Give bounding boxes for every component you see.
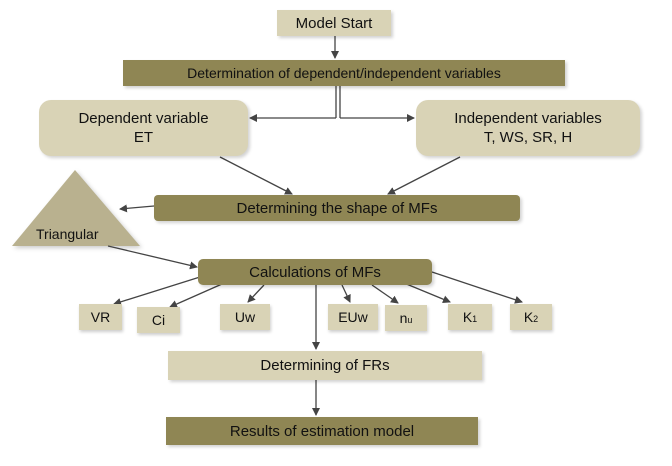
arrow-dependent-to-shape (219, 156, 293, 195)
independent-variables-title: Independent variables (454, 109, 602, 127)
variable-sub-nu: u (407, 315, 413, 325)
independent-variables-box: Independent variables T, WS, SR, H (416, 100, 640, 156)
variable-label-nu: n (399, 310, 408, 326)
variable-box-vr: VR (79, 304, 122, 330)
variable-box-euw: EUw (328, 304, 378, 330)
results-label: Results of estimation model (229, 422, 415, 440)
shape-of-mfs-label: Determining the shape of MFs (236, 199, 438, 217)
dependent-variable-title: Dependent variable (78, 109, 209, 127)
arrow-calc-to-uw (247, 284, 265, 303)
arrow-calc-to-vr (113, 276, 201, 306)
variable-sub-k2: 2 (533, 314, 539, 324)
independent-variables-value: T, WS, SR, H (483, 129, 573, 146)
triangular-label: Triangular (36, 226, 99, 242)
variable-box-uw: Uw (220, 304, 270, 330)
variable-label-ci: Ci (151, 312, 166, 328)
variable-label-k1: K (462, 309, 473, 325)
determining-frs-label: Determining of FRs (260, 357, 390, 374)
results-box: Results of estimation model (166, 417, 478, 445)
variable-label-uw: Uw (234, 309, 256, 325)
shape-of-mfs-box: Determining the shape of MFs (154, 195, 520, 221)
model-start-label: Model Start (295, 14, 373, 32)
variable-label-k2: K (523, 309, 534, 325)
arrow-triangular-to-calculations (107, 245, 198, 270)
dependent-variable-value: ET (133, 129, 154, 146)
arrow-calc-to-k1 (403, 282, 451, 304)
arrow-calc-to-ci (169, 283, 223, 308)
variable-label-vr: VR (90, 309, 111, 325)
arrow-independent-to-shape (387, 156, 461, 195)
arrow-calc-to-nu (371, 284, 399, 304)
model-start-box: Model Start (277, 10, 391, 36)
dependent-variable-box: Dependent variable ET (39, 100, 248, 156)
variable-box-ci: Ci (137, 307, 180, 333)
arrow-calc-to-k2 (431, 271, 523, 304)
determining-frs-box: Determining of FRs (168, 351, 482, 380)
variable-sub-k1: 1 (472, 314, 478, 324)
determination-box: Determination of dependent/independent v… (123, 60, 565, 86)
variable-label-euw: EUw (338, 309, 368, 325)
arrow-calc-to-euw (341, 284, 351, 303)
arrow-shape-to-triangular (119, 204, 155, 213)
determination-label: Determination of dependent/independent v… (187, 65, 501, 81)
triangular-shape (12, 170, 140, 246)
calculations-of-mfs-label: Calculations of MFs (249, 263, 381, 281)
calculations-of-mfs-box: Calculations of MFs (198, 259, 432, 285)
